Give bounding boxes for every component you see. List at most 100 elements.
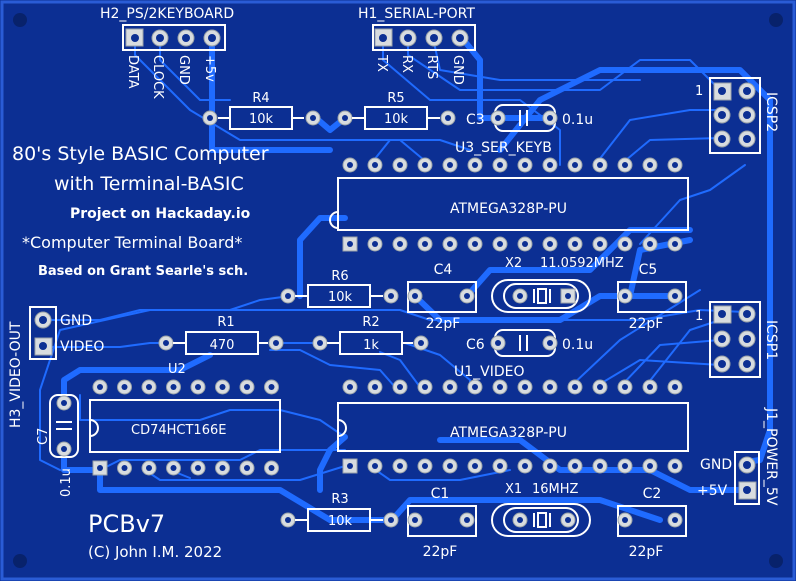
r2-value: 1k	[363, 338, 379, 353]
mount-hole	[13, 554, 27, 568]
ic-pin-hole	[422, 463, 428, 469]
ic-pin-hole	[672, 241, 678, 247]
ic-pin-hole	[268, 465, 275, 471]
u3-value: ATMEGA328P-PU	[450, 201, 567, 217]
ic-pin-hole	[372, 463, 378, 469]
ic-pin-hole	[472, 384, 478, 390]
r3-value: 10k	[328, 514, 353, 529]
ic-u3-atmega	[329, 177, 689, 231]
icsp1-pin1: 1	[695, 309, 703, 324]
r4-value: 10k	[249, 112, 274, 127]
ic-pin-hole	[597, 241, 603, 247]
h1-serial-port-header	[372, 24, 476, 51]
h3-video-out-header	[29, 306, 57, 360]
ic-pin-hole	[672, 384, 678, 390]
ic-pin-hole	[497, 384, 503, 390]
capacitor-c7	[49, 394, 79, 458]
ic-pin-hole	[622, 384, 628, 390]
icsp2-header	[709, 77, 761, 154]
ic-pin-hole	[572, 463, 578, 469]
ic-pin-hole	[244, 465, 250, 471]
title-line3: Project on Hackaday.io	[70, 206, 251, 222]
u2-value: CD74HCT166E	[131, 423, 226, 438]
capacitor-c2	[617, 505, 687, 537]
ic-pin-hole	[170, 384, 177, 390]
h1-label: H1_SERIAL-PORT	[358, 6, 475, 22]
ic-pin-pads	[92, 157, 683, 476]
h1-pin-gnd: GND	[450, 55, 465, 85]
signal-traces	[39, 37, 746, 481]
r2-ref: R2	[362, 315, 379, 330]
ic-pin-hole	[647, 463, 653, 469]
r3-ref: R3	[331, 492, 348, 507]
ic-pin-hole	[97, 465, 103, 471]
ic-pin-hole	[397, 162, 403, 168]
ic-pin-hole	[347, 162, 353, 168]
ic-pin-hole	[547, 162, 553, 168]
crystal-x2	[491, 279, 591, 313]
ic-pin-hole	[597, 463, 603, 469]
ic-pin-hole	[547, 241, 553, 247]
ic-pin-hole	[547, 463, 553, 469]
j1-power-header	[734, 451, 760, 505]
ic-pin-hole	[497, 241, 503, 247]
c4-ref: C4	[434, 262, 453, 278]
ic-pin-hole	[372, 162, 378, 168]
h3-pin-video: VIDEO	[60, 339, 104, 355]
u3-ref: U3_SER_KEYB	[455, 140, 552, 156]
u2-ref: U2	[168, 362, 186, 377]
ic-pin-hole	[347, 384, 353, 390]
ic-pin-hole	[572, 241, 578, 247]
ic-pin-hole	[522, 463, 528, 469]
c2-ref: C2	[643, 486, 662, 502]
x1-value: 16MHZ	[532, 482, 579, 497]
x2-value: 11.0592MHZ	[540, 256, 624, 271]
ic-pin-hole	[397, 463, 403, 469]
ic-pin-hole	[447, 463, 453, 469]
c1-value: 22pF	[423, 544, 458, 560]
crystal-x1	[491, 503, 591, 537]
ic-pin-hole	[497, 162, 503, 168]
ic-pin-hole	[422, 384, 428, 390]
ic-pin-hole	[447, 241, 453, 247]
mount-hole	[769, 13, 783, 27]
capacitor-c4	[407, 281, 477, 313]
icsp2-label: ICSP2	[763, 92, 779, 132]
ic-pin-hole	[146, 384, 152, 390]
ic-pin-hole	[447, 384, 453, 390]
c4-value: 22pF	[426, 316, 461, 332]
ic-pin-hole	[647, 384, 653, 390]
ic-pin-hole	[472, 162, 478, 168]
h3-pin-gnd: GND	[60, 313, 92, 329]
r6-value: 10k	[328, 290, 353, 305]
ic-pin-hole	[121, 465, 128, 471]
j1-label: J1_POWER_5V	[763, 407, 779, 506]
h2-pin-5v: +5v	[202, 55, 217, 82]
ic-pin-hole	[647, 241, 653, 247]
title-line2: with Terminal-BASIC	[54, 173, 244, 195]
ic-pin-hole	[647, 162, 653, 168]
title-line1: 80's Style BASIC Computer	[12, 143, 269, 165]
h2-pin-gnd: GND	[176, 55, 191, 85]
ic-pin-hole	[472, 241, 478, 247]
c3-ref: C3	[466, 112, 485, 128]
h1-pin-tx: TX	[374, 54, 389, 72]
resistor-r6	[280, 284, 399, 308]
title-line4: *Computer Terminal Board*	[22, 233, 242, 252]
capacitor-c5	[617, 281, 687, 313]
r4-ref: R4	[252, 91, 269, 106]
ic-pin-hole	[146, 465, 152, 471]
capacitor-c3	[490, 104, 558, 132]
ic-pin-hole	[347, 241, 353, 247]
c7-value: 0.1u	[59, 468, 74, 497]
ic-pin-hole	[547, 384, 553, 390]
j1-pin-5v: +5V	[697, 483, 728, 499]
c6-ref: C6	[466, 337, 485, 353]
mount-hole	[769, 554, 783, 568]
ic-pin-hole	[372, 384, 378, 390]
j1-pin-gnd: GND	[700, 457, 732, 473]
capacitor-c1	[407, 505, 477, 537]
resistor-r3	[280, 508, 399, 532]
ic-pin-hole	[268, 384, 275, 390]
